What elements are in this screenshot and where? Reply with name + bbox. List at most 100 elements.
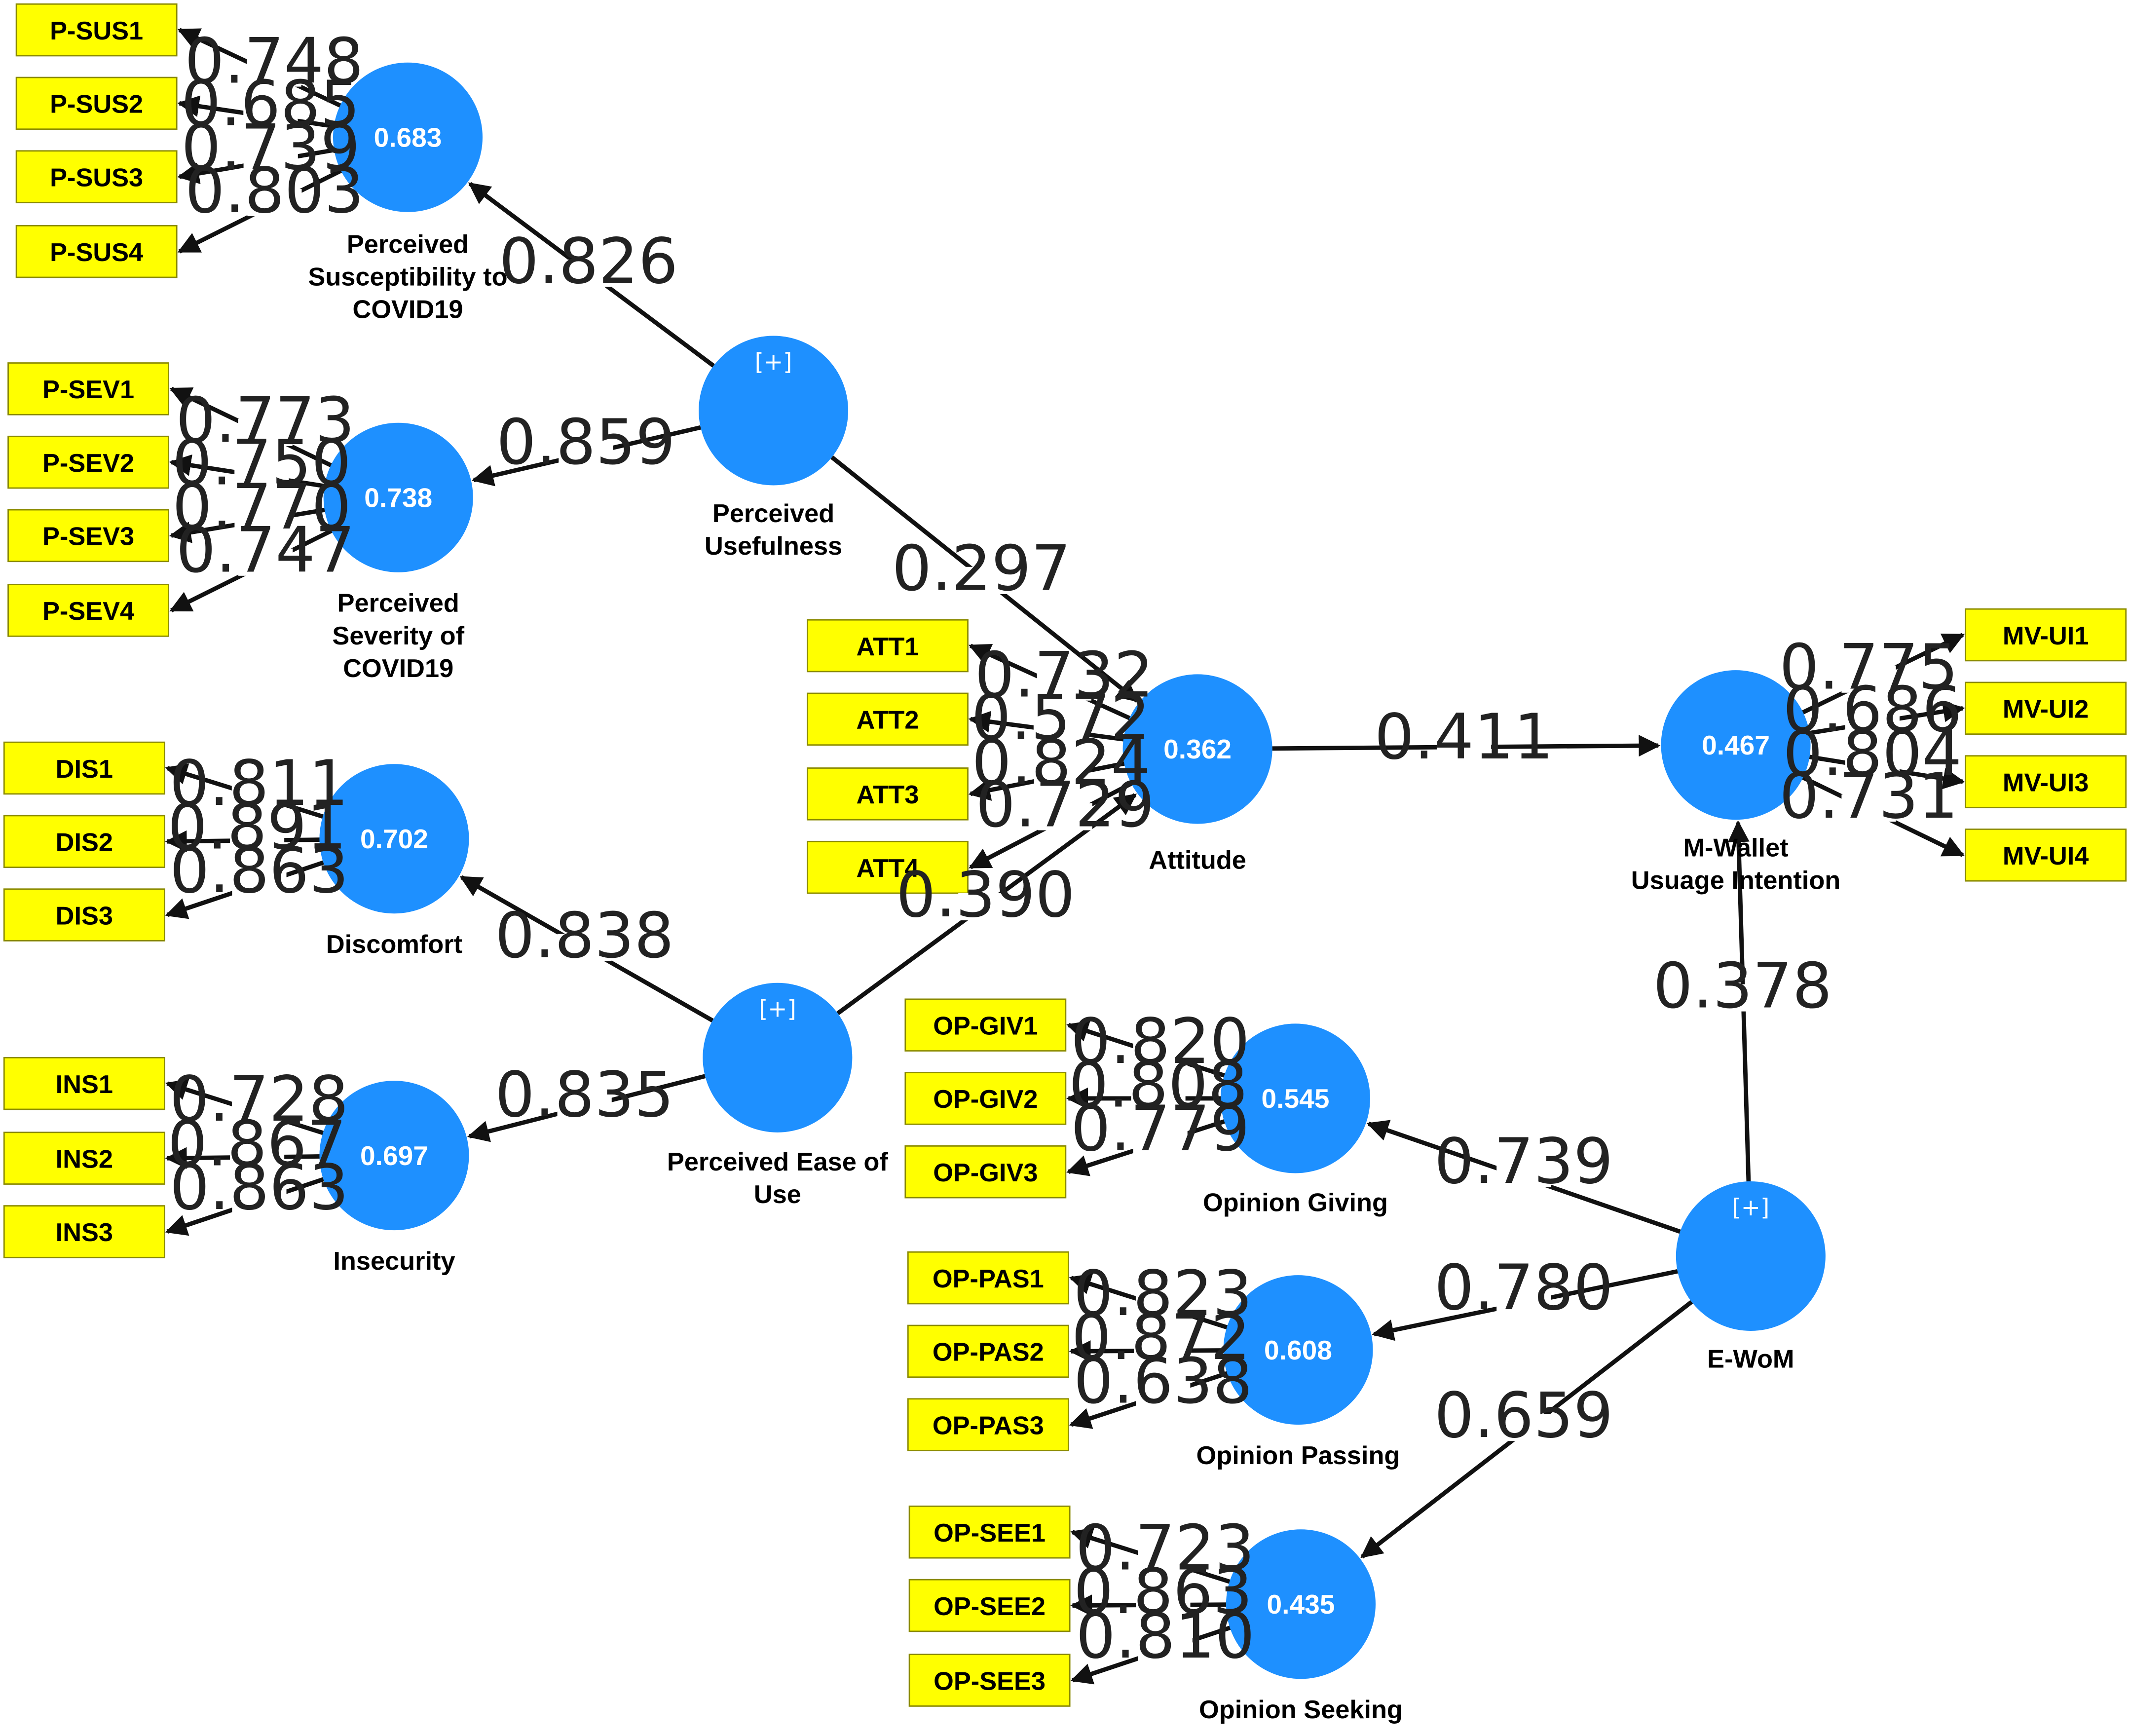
construct-r2-oppas: 0.608 bbox=[1264, 1335, 1332, 1365]
path-coef-peou-att: 0.390 bbox=[896, 858, 1075, 931]
construct-label-att: Attitude bbox=[1149, 846, 1246, 874]
loading-op-giv3-bg bbox=[1133, 1127, 1188, 1155]
indicator-ins3 bbox=[3, 1205, 165, 1258]
construct-expand-peou[interactable]: [+] bbox=[759, 996, 796, 1023]
indicator-op-giv2 bbox=[904, 1072, 1067, 1125]
indicator-p-sev2 bbox=[7, 435, 170, 489]
loading-op-see3-bg bbox=[1138, 1634, 1193, 1662]
indicator-label-dis1: DIS1 bbox=[56, 755, 113, 784]
indicator-label-p-sev4: P-SEV4 bbox=[42, 597, 134, 626]
indicator-mv-ui1 bbox=[1965, 608, 2127, 662]
loading-op-see1: 0.723 bbox=[1076, 1511, 1255, 1585]
loading-att3: 0.824 bbox=[972, 726, 1151, 799]
path-coef-ewom-opgiv: 0.739 bbox=[1434, 1125, 1613, 1198]
indicator-label-att3: ATT3 bbox=[857, 781, 919, 809]
indicator-label-p-sus2: P-SUS2 bbox=[50, 90, 143, 119]
loading-p-sus2-bg bbox=[243, 102, 298, 129]
indicator-label-dis3: DIS3 bbox=[56, 902, 113, 930]
loading-p-sus3: 0.739 bbox=[181, 111, 360, 184]
construct-mw bbox=[1661, 670, 1811, 820]
indicator-op-pas3 bbox=[907, 1398, 1069, 1451]
loading-ins2-bg bbox=[229, 1142, 285, 1170]
indicator-ins1 bbox=[3, 1057, 165, 1110]
indicator-label-op-giv2: OP-GIV2 bbox=[933, 1085, 1038, 1114]
indicator-label-op-giv3: OP-GIV3 bbox=[933, 1159, 1038, 1187]
path-coef-pu-att: 0.297 bbox=[892, 532, 1071, 605]
indicator-p-sev1 bbox=[7, 362, 170, 415]
indicator-label-dis2: DIS2 bbox=[56, 829, 113, 857]
indicator-label-att1: ATT1 bbox=[857, 633, 919, 661]
indicator-att1 bbox=[807, 619, 969, 673]
indicator-label-att2: ATT2 bbox=[857, 706, 919, 735]
loading-mv-ui1: 0.775 bbox=[1779, 631, 1958, 704]
construct-oppas bbox=[1223, 1275, 1373, 1425]
indicator-dis3 bbox=[3, 888, 165, 942]
loading-att1: 0.732 bbox=[974, 638, 1154, 711]
loading-ins1-bg bbox=[231, 1097, 287, 1125]
construct-label-psus: COVID19 bbox=[353, 296, 463, 324]
path-coef-pu-psus: 0.826 bbox=[499, 225, 678, 298]
indicator-label-p-sev3: P-SEV3 bbox=[42, 523, 134, 551]
indicator-label-mv-ui3: MV-UI3 bbox=[2003, 768, 2089, 797]
path-coef-ewom-opgiv-bg bbox=[1496, 1159, 1551, 1187]
path-coef-peou-ins-bg bbox=[557, 1093, 612, 1121]
loading-op-pas1: 0.823 bbox=[1074, 1257, 1253, 1330]
loading-dis2: 0.891 bbox=[168, 791, 347, 864]
construct-label-pu: Usefulness bbox=[705, 532, 842, 561]
loading-ins3-bg bbox=[232, 1186, 287, 1213]
loading-p-sev2-bg bbox=[234, 461, 289, 489]
path-coef-att-mw: 0.411 bbox=[1375, 700, 1554, 773]
path-coef-pu-att-bg bbox=[954, 566, 1009, 594]
construct-label-psev: Severity of bbox=[332, 622, 464, 650]
loading-p-sev2: 0.750 bbox=[172, 426, 351, 499]
construct-opsee bbox=[1226, 1529, 1376, 1679]
path-coef-ewom-mw-bg bbox=[1715, 984, 1770, 1012]
loading-op-pas2-bg bbox=[1133, 1335, 1189, 1363]
indicator-op-see2 bbox=[908, 1579, 1071, 1632]
loading-p-sev4-bg bbox=[238, 548, 293, 576]
indicator-label-p-sus1: P-SUS1 bbox=[50, 17, 143, 45]
loading-op-giv2-bg bbox=[1131, 1083, 1186, 1111]
loading-p-sev3: 0.770 bbox=[172, 470, 351, 543]
construct-r2-dis: 0.702 bbox=[360, 824, 428, 854]
indicator-dis1 bbox=[3, 741, 165, 795]
loading-dis1-bg bbox=[231, 782, 286, 809]
loading-op-see2: 0.863 bbox=[1074, 1555, 1253, 1628]
loading-mv-ui2: 0.686 bbox=[1783, 673, 1962, 746]
construct-expand-pu[interactable]: [+] bbox=[755, 349, 792, 376]
loading-ins1: 0.728 bbox=[170, 1062, 349, 1135]
construct-ins bbox=[319, 1081, 469, 1231]
indicator-op-pas1 bbox=[907, 1251, 1069, 1305]
loading-mv-ui4-bg bbox=[1841, 794, 1896, 822]
loading-dis2-bg bbox=[229, 825, 285, 853]
construct-label-peou: Perceived Ease of bbox=[667, 1148, 889, 1176]
indicator-p-sev3 bbox=[7, 509, 170, 563]
loading-att4-bg bbox=[1038, 803, 1092, 830]
construct-label-ewom: E-WoM bbox=[1707, 1345, 1794, 1373]
loading-op-giv1: 0.820 bbox=[1071, 1005, 1250, 1078]
construct-r2-opsee: 0.435 bbox=[1267, 1589, 1335, 1620]
indicator-label-p-sus3: P-SUS3 bbox=[50, 163, 143, 192]
construct-label-psus: Perceived bbox=[347, 230, 469, 259]
indicator-label-op-giv1: OP-GIV1 bbox=[933, 1012, 1038, 1040]
indicator-label-att4: ATT4 bbox=[857, 854, 919, 883]
indicator-mv-ui4 bbox=[1965, 829, 2127, 882]
indicator-label-mv-ui2: MV-UI2 bbox=[2003, 695, 2089, 724]
loading-op-pas3-bg bbox=[1136, 1379, 1191, 1407]
construct-label-peou: Use bbox=[754, 1180, 801, 1209]
construct-label-oppas: Opinion Passing bbox=[1196, 1441, 1400, 1470]
loading-op-giv2: 0.808 bbox=[1069, 1048, 1248, 1121]
indicator-mv-ui2 bbox=[1965, 681, 2127, 735]
loading-op-pas3: 0.638 bbox=[1074, 1344, 1253, 1417]
path-coef-pu-psev-bg bbox=[559, 440, 613, 468]
loading-mv-ui4: 0.731 bbox=[1779, 759, 1958, 832]
construct-label-mw: Usuage Intention bbox=[1631, 867, 1840, 895]
path-coef-ewom-oppas: 0.780 bbox=[1434, 1251, 1613, 1324]
loading-p-sus2: 0.685 bbox=[181, 67, 360, 140]
loading-dis3: 0.863 bbox=[170, 834, 349, 907]
construct-att bbox=[1122, 674, 1272, 824]
loading-att3-bg bbox=[1034, 761, 1088, 789]
construct-expand-ewom[interactable]: [+] bbox=[1732, 1195, 1769, 1221]
construct-label-opgiv: Opinion Giving bbox=[1203, 1189, 1388, 1217]
